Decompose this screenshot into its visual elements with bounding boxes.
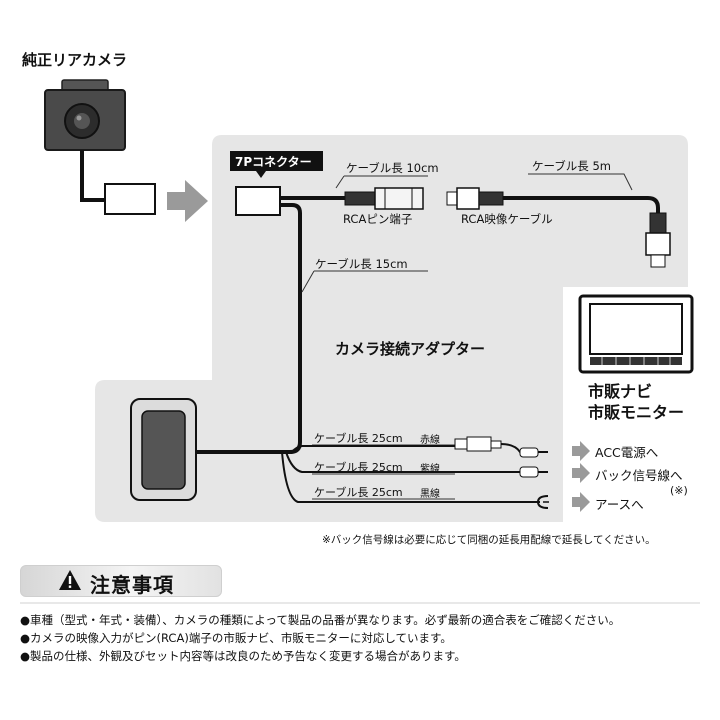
caution-item-1: ●車種（型式・年式・装備）、カメラの種類によって製品の品番が異なります。必ず最新… (20, 613, 621, 627)
purple-wire-terminal-icon (519, 466, 548, 478)
earth-terminal-icon (532, 495, 549, 509)
connector-label-pointer (256, 171, 266, 178)
camera-connector (104, 183, 156, 215)
purple-wire-length: ケーブル長 25cm (314, 461, 403, 474)
arrow-acc-icon (572, 441, 590, 461)
purple-wire-color: 紫線 (420, 464, 440, 475)
navi-label: 市販ナビ (588, 382, 653, 401)
black-wire-color: 黒線 (420, 489, 440, 500)
rca-cable-label: RCA映像ケーブル (461, 212, 553, 226)
wire-red (291, 445, 455, 453)
black-wire-length: ケーブル長 25cm (314, 486, 403, 499)
rca-terminal-label: RCAピン端子 (343, 212, 413, 226)
monitor-icon (578, 294, 694, 374)
back-output-label: バック信号線へ (595, 468, 683, 483)
red-wire-length: ケーブル長 25cm (314, 432, 403, 445)
caution-title: 注意事項 (90, 573, 174, 597)
caution-item-2: ●カメラの映像入力がピン(RCA)端子の市販ナビ、市販モニターに対応しています。 (20, 631, 452, 645)
adapter-box (130, 398, 197, 501)
back-output-mark: (※) (670, 484, 688, 497)
rca-plug-icon (446, 187, 504, 210)
cable-15cm-label: ケーブル長 15cm (315, 257, 408, 271)
arrow-back-icon (572, 463, 590, 483)
cable-15cm (280, 203, 302, 454)
footnote: ※バック信号線は必要に応じて同梱の延長用配線で延長してください。 (322, 534, 656, 546)
earth-output-label: アースへ (595, 497, 644, 512)
cable-5m (503, 196, 660, 218)
rca-plug-vertical-icon (645, 212, 671, 268)
7p-connector (235, 186, 281, 216)
acc-output-label: ACC電源へ (595, 445, 659, 460)
arrow-earth-icon (572, 492, 590, 512)
red-wire-connector-icon (454, 436, 548, 458)
wire-purple (285, 451, 520, 473)
connector-label: 7Pコネクター (235, 155, 312, 169)
red-wire-color: 赤線 (420, 435, 440, 446)
rca-terminal-icon (344, 187, 424, 210)
warning-icon (59, 570, 81, 590)
camera-cable (80, 150, 105, 202)
leader-15cm (301, 270, 428, 293)
cable-10cm-label: ケーブル長 10cm (346, 161, 439, 175)
caution-banner (20, 565, 222, 597)
wire-black (281, 451, 532, 503)
flow-arrow-icon (167, 180, 208, 222)
camera-title: 純正リアカメラ (22, 51, 128, 69)
connector-label-box (230, 151, 323, 171)
rear-camera-icon (44, 79, 126, 151)
leader-10cm (335, 175, 428, 189)
background-panel (95, 135, 688, 522)
monitor-label: 市販モニター (588, 403, 685, 422)
caution-item-3: ●製品の仕様、外観及びセット内容等は改良のため予告なく変更する場合があります。 (20, 649, 466, 663)
leader-5m (528, 173, 633, 191)
adapter-label: カメラ接続アダプター (335, 340, 486, 358)
cable-5m-label: ケーブル長 5m (532, 159, 611, 173)
